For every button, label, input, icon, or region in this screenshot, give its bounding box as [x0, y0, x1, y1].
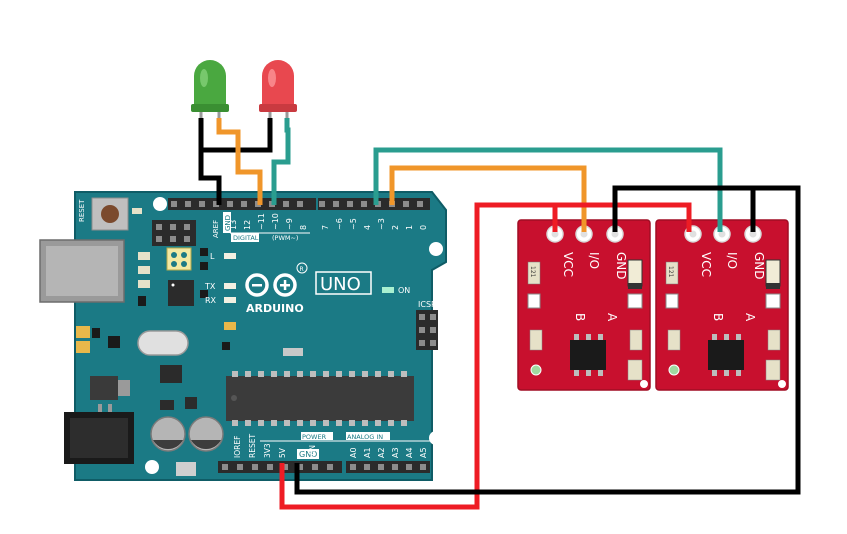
wire-red-5v-module1	[279, 202, 558, 510]
digital-pin-label: 13	[229, 220, 238, 230]
smd-resistor	[527, 261, 541, 285]
wire-black-gnd-module1	[294, 185, 801, 495]
icsp2-header	[152, 220, 196, 246]
reset-label: RESET	[78, 199, 86, 222]
digital-pin-label: 12	[243, 220, 252, 230]
digital-pin-label: 7	[321, 225, 330, 230]
crystal-oscillator	[137, 330, 189, 356]
arduino-logo	[245, 273, 297, 297]
wire-teal-red-led	[271, 118, 291, 205]
power-pin-label: IOREF	[233, 436, 242, 458]
touch-module-1: VCC I/O GND B A 121	[517, 219, 651, 391]
power-label: POWER	[302, 433, 327, 441]
red-led	[259, 60, 297, 120]
wire-black-red-led-gnd	[201, 118, 273, 153]
microcontroller-chip	[226, 376, 414, 421]
solder-jumper	[166, 247, 192, 271]
touch-sensor-modules: VCC I/O GND B A 121 VCC I/O GND B A 121	[517, 219, 789, 391]
model-badge	[315, 271, 372, 295]
icsp-label: ICSP	[418, 300, 436, 309]
led-on	[382, 287, 394, 293]
gnd-top-pin-label: GND	[224, 215, 232, 231]
power-pin-label: GND	[299, 450, 317, 459]
led-l-label: L	[210, 252, 215, 261]
wire-orange-green-led	[216, 118, 263, 205]
module-led	[668, 364, 680, 376]
touch-ic	[708, 340, 744, 370]
digital-pin-label: 4	[363, 225, 372, 230]
module-pin-label: VCC	[699, 252, 713, 277]
power-pin-label: 3V3	[263, 443, 272, 458]
red-led-body	[262, 60, 294, 108]
digital-pin-label: ~3	[377, 218, 386, 230]
module-pin-label: I/O	[587, 252, 601, 269]
touch-ic	[570, 340, 606, 370]
green-led	[191, 60, 229, 120]
arduino-board: RESET	[39, 191, 447, 481]
digital-pin-label: 0	[419, 225, 428, 230]
pad-label-b: B	[573, 313, 587, 321]
usb-chip	[168, 280, 194, 306]
pad-label-b: B	[711, 313, 725, 321]
digital-pin-label: ~9	[285, 218, 294, 230]
wire-orange-module1-io	[389, 165, 587, 232]
wires	[198, 118, 801, 510]
analog-pin-label: A4	[405, 447, 414, 458]
led-rx	[224, 297, 236, 303]
module-pin-label: GND	[614, 252, 628, 280]
wire-red-5v-module2	[477, 202, 692, 232]
on-label: ON	[398, 286, 410, 295]
module-pin-label: GND	[752, 252, 766, 280]
analog-pin-label: A1	[363, 447, 372, 458]
digital-pin-label: ~10	[271, 213, 280, 230]
rx-label: RX	[205, 296, 217, 305]
led-tx	[224, 283, 236, 289]
analog-pin-label: A2	[377, 447, 386, 458]
pad-label-a: A	[605, 313, 619, 322]
mounting-hole	[153, 197, 167, 211]
module-pin-label: VCC	[561, 252, 575, 277]
pwm-label: (PWM~)	[272, 234, 298, 242]
analog-in-label: ANALOG IN	[347, 433, 383, 441]
mounting-hole	[429, 242, 443, 256]
dc-jack-face	[70, 418, 128, 458]
wire-teal-module2-io	[373, 147, 723, 232]
model-label: UNO	[320, 274, 361, 295]
digital-pin-label: ~11	[257, 213, 266, 230]
green-led-body	[194, 60, 226, 108]
power-pin-label: 5V	[278, 447, 287, 458]
digital-pin-label: ~6	[335, 218, 344, 230]
mounting-hole	[145, 460, 159, 474]
aref-pin-label: AREF	[212, 220, 220, 238]
part-code: 121	[667, 266, 674, 278]
tx-label: TX	[204, 282, 216, 291]
part-code: 121	[529, 266, 536, 278]
smd-resistor	[665, 261, 679, 285]
digital-pin-label: ~5	[349, 218, 358, 230]
module-pin-label: I/O	[725, 252, 739, 269]
analog-pin-label: A0	[349, 447, 358, 458]
usb-connector-face	[46, 246, 118, 296]
touch-module-2: VCC I/O GND B A 121	[655, 219, 789, 391]
analog-header	[346, 461, 430, 473]
digital-pin-label: 1	[405, 225, 414, 230]
analog-pin-label: A3	[391, 447, 400, 458]
digital-pin-label: 8	[299, 225, 308, 230]
registered-mark: R	[300, 266, 304, 273]
power-pin-label: VIN	[308, 445, 317, 458]
digital-label: DIGITAL	[233, 234, 259, 242]
module-led	[530, 364, 542, 376]
led-l	[224, 253, 236, 259]
digital-pin-label: 2	[391, 225, 400, 230]
analog-pin-label: A5	[419, 447, 428, 458]
brand-label: ARDUINO	[246, 302, 304, 315]
pad-label-a: A	[743, 313, 757, 322]
voltage-regulator	[90, 376, 118, 400]
mounting-hole	[429, 431, 443, 445]
reset-button-cap[interactable]	[101, 205, 119, 223]
power-pin-label: RESET	[248, 434, 257, 458]
